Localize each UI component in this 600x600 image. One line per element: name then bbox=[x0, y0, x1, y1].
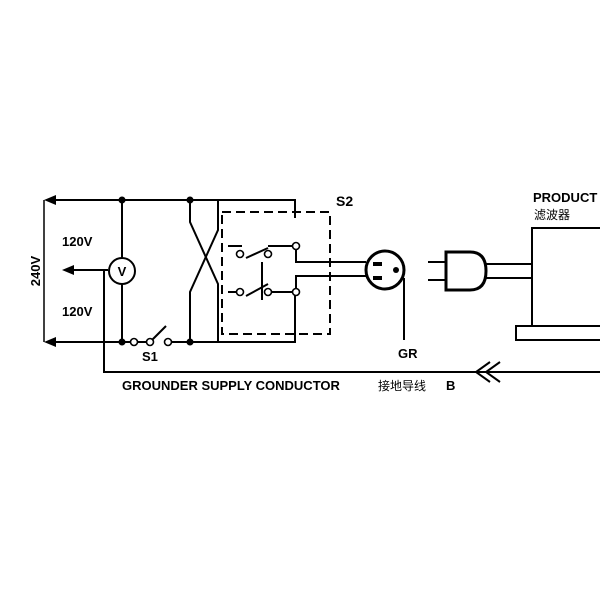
wire-network bbox=[43, 199, 600, 373]
voltage-240: 240V bbox=[28, 255, 43, 286]
s2-contact bbox=[235, 287, 245, 297]
filter-cn-label: 滤波器 bbox=[534, 208, 570, 222]
crossover-b bbox=[189, 200, 219, 342]
s2-contact bbox=[291, 241, 301, 251]
arrow-bottom-rail bbox=[44, 337, 56, 347]
product-box bbox=[515, 227, 600, 341]
voltage-120-bottom: 120V bbox=[62, 304, 93, 319]
plug-body bbox=[444, 250, 488, 292]
product-outline bbox=[531, 227, 600, 326]
node bbox=[186, 338, 194, 346]
voltmeter-circle bbox=[108, 257, 136, 285]
s2-output bbox=[268, 245, 366, 293]
s1-contact bbox=[129, 337, 139, 347]
s2-blade-bottom bbox=[245, 283, 269, 297]
voltmeter-label: V bbox=[118, 264, 127, 279]
plug-prong bbox=[428, 261, 446, 281]
outlet-slot bbox=[373, 276, 382, 280]
s1-contact bbox=[145, 337, 155, 347]
top-rail bbox=[48, 199, 296, 218]
product-label: PRODUCT bbox=[533, 190, 597, 205]
node-b-label: B bbox=[446, 378, 455, 393]
s2-contact bbox=[263, 249, 273, 259]
gr-label: GR bbox=[398, 346, 418, 361]
grounder-conductor bbox=[103, 270, 600, 373]
s1-contact bbox=[163, 337, 173, 347]
chevron-arrow-2 bbox=[484, 361, 501, 383]
arrow-top-rail bbox=[44, 195, 56, 205]
plug-cord bbox=[486, 263, 532, 279]
labels: S2 S1 120V 120V 240V GR PRODUCT 滤波器 GROU… bbox=[28, 190, 597, 393]
voltage-120-top: 120V bbox=[62, 234, 93, 249]
chevron-arrow-1 bbox=[474, 361, 491, 383]
grounder-label: GROUNDER SUPPLY CONDUCTOR bbox=[122, 378, 341, 393]
crossover-a bbox=[189, 200, 219, 342]
node bbox=[118, 196, 126, 204]
s2-contact bbox=[235, 249, 245, 259]
outlet bbox=[364, 249, 406, 291]
s2-contact bbox=[263, 287, 273, 297]
s2-contact bbox=[291, 287, 301, 297]
junction-nodes bbox=[118, 196, 301, 347]
outlet-slot bbox=[373, 262, 382, 266]
node bbox=[186, 196, 194, 204]
s2-box bbox=[221, 211, 331, 335]
s2-label: S2 bbox=[336, 193, 353, 209]
product-base bbox=[515, 325, 600, 341]
voltmeter: V bbox=[108, 257, 136, 285]
arrows bbox=[44, 195, 501, 383]
plug bbox=[428, 250, 532, 292]
s2-blade-top bbox=[245, 247, 269, 259]
outlet-ground-hole bbox=[393, 267, 399, 273]
node bbox=[118, 338, 126, 346]
grounder-cn-label: 接地导线 bbox=[378, 378, 426, 393]
s1-label: S1 bbox=[142, 349, 158, 364]
bottom-rail-right bbox=[168, 292, 296, 343]
arrow-neutral bbox=[62, 265, 74, 275]
